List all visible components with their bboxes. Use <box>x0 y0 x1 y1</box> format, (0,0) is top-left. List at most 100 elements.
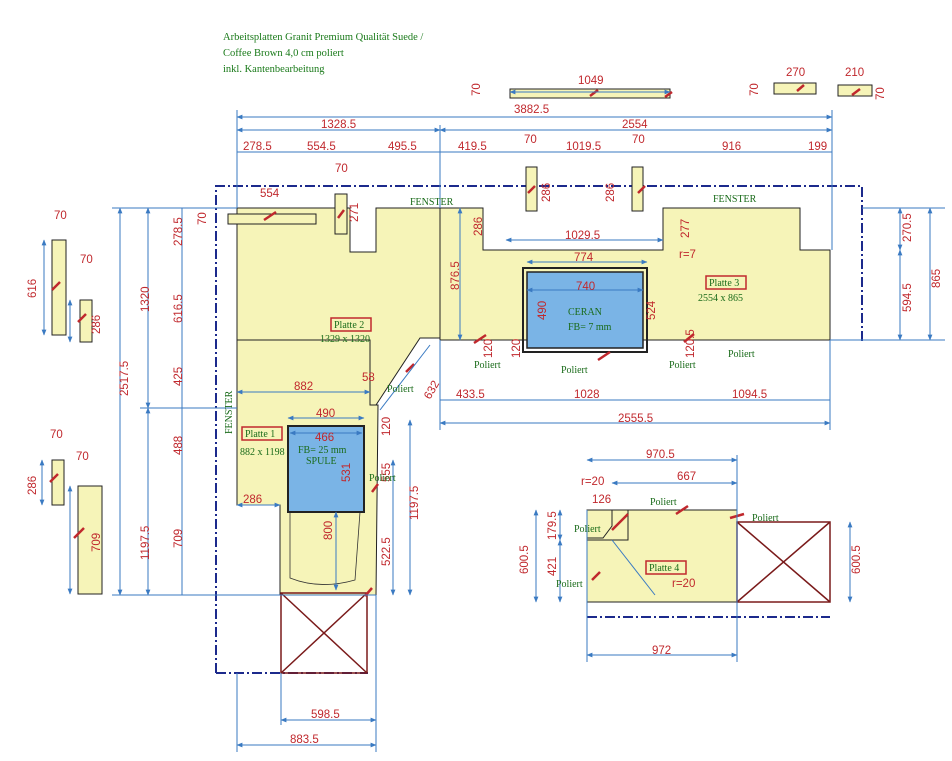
dim-270-strip: 270 <box>786 67 805 79</box>
dim-709-a: 709 <box>173 529 185 548</box>
sink-underside-shape <box>289 510 361 585</box>
appliance-box-left <box>280 592 368 674</box>
dim-70-g: 70 <box>197 212 209 225</box>
plate-4-name: Platte 4 <box>649 563 679 574</box>
plate-1-size: 882 x 1198 <box>240 447 285 458</box>
dim-490-ceran: 490 <box>537 301 549 320</box>
dim-199: 199 <box>808 141 827 153</box>
dim-524: 524 <box>646 300 658 320</box>
dim-554-5: 554.5 <box>307 141 336 153</box>
dim-286-f: 286 <box>243 494 262 506</box>
dim-600-a: 600.5 <box>519 545 531 574</box>
dim-126: 126 <box>592 494 611 506</box>
fenster-label-3: FENSTER <box>224 390 235 434</box>
plate-2-size: 1329 x 1320 <box>320 334 370 345</box>
poliert-label-9: Poliert <box>574 524 601 535</box>
fenster-label-1: FENSTER <box>410 197 454 208</box>
dim-632: 632 <box>422 379 442 402</box>
dim-522: 522.5 <box>381 537 393 566</box>
radius-20-label-b: r=20 <box>672 578 695 590</box>
dim-1019: 1019.5 <box>566 141 601 153</box>
plate-labels: Platte 2 1329 x 1320 Platte 3 2554 x 865… <box>240 275 747 575</box>
dim-286-b: 286 <box>605 183 617 202</box>
header-line-1: Arbeitsplatten Granit Premium Qualität S… <box>223 32 424 43</box>
dim-278-left: 278.5 <box>173 217 185 246</box>
dim-667: 667 <box>677 471 696 483</box>
dim-278-top: 278.5 <box>243 141 272 153</box>
poliert-label-4: Poliert <box>669 360 696 371</box>
dim-600-b: 600.5 <box>851 545 863 574</box>
dim-70-f: 70 <box>335 163 348 175</box>
dim-555: 555 <box>381 463 393 482</box>
dim-1320: 1320 <box>140 286 152 312</box>
dim-1094: 1094.5 <box>732 389 767 401</box>
dim-1049: 1049 <box>578 75 604 87</box>
dim-286-e: 286 <box>27 476 39 495</box>
dim-1197-a: 1197.5 <box>140 526 152 560</box>
dim-466: 466 <box>315 432 334 444</box>
dim-120-a: 120 <box>483 339 495 358</box>
dim-616-5: 616.5 <box>173 294 185 323</box>
dim-594: 594.5 <box>902 283 914 312</box>
cut-marks <box>49 84 861 597</box>
dim-495: 495.5 <box>388 141 417 153</box>
dim-1028: 1028 <box>574 389 600 401</box>
dim-70-b: 70 <box>749 83 761 96</box>
dim-709-b: 709 <box>91 533 103 552</box>
fenster-label-2: FENSTER <box>713 194 757 205</box>
dim-740: 740 <box>576 281 595 293</box>
plate-3-size: 2554 x 865 <box>698 293 743 304</box>
dim-916: 916 <box>722 141 741 153</box>
dim-421: 421 <box>547 557 559 576</box>
spule-fb-label: FB= 25 mm <box>298 445 347 456</box>
dim-3882: 3882.5 <box>514 104 549 116</box>
dim-876: 876.5 <box>450 261 462 290</box>
dim-70-e: 70 <box>632 134 645 146</box>
poliert-label-6: Poliert <box>369 473 396 484</box>
dim-1197-b: 1197.5 <box>409 486 421 520</box>
dim-1029: 1029.5 <box>565 230 600 242</box>
dim-972: 972 <box>652 645 671 657</box>
poliert-label-7: Poliert <box>650 497 677 508</box>
dim-490-sink: 490 <box>316 408 335 420</box>
dim-531: 531 <box>341 463 353 482</box>
poliert-label-5: Poliert <box>728 349 755 360</box>
appliance-box-right <box>736 521 831 603</box>
plate-3-name: Platte 3 <box>709 278 739 289</box>
poliert-label-1: Poliert <box>387 384 414 395</box>
dim-179: 179.5 <box>547 511 559 540</box>
dim-865: 865 <box>931 269 943 288</box>
dim-2554-top: 2554 <box>622 119 648 131</box>
dim-120-b: 120 <box>511 339 523 358</box>
dim-120-5: 120.5 <box>685 329 697 358</box>
dimension-texts: 1049 70 270 210 70 70 3882.5 1328.5 2554… <box>27 67 943 746</box>
dim-270-5: 270.5 <box>902 213 914 242</box>
spule-sink <box>287 425 365 513</box>
plate-2-name: Platte 2 <box>334 320 364 331</box>
dim-70-i: 70 <box>80 254 93 266</box>
dim-800: 800 <box>323 521 335 540</box>
dim-554: 554 <box>260 188 280 200</box>
dim-1328: 1328.5 <box>321 119 356 131</box>
dim-286-d: 286 <box>91 315 103 334</box>
dim-598: 598.5 <box>311 709 340 721</box>
poliert-label-8: Poliert <box>752 513 779 524</box>
dim-286-a: 286 <box>541 183 553 202</box>
poliert-label-2: Poliert <box>474 360 501 371</box>
dim-70-h: 70 <box>54 210 67 222</box>
annotation-labels: FENSTER FENSTER FENSTER Poliert Poliert … <box>224 194 779 590</box>
ceran-label: CERAN <box>568 307 602 318</box>
dim-286-c: 286 <box>473 217 485 236</box>
radius-20-label-a: r=20 <box>581 476 604 488</box>
poliert-label-3: Poliert <box>561 365 588 376</box>
dim-2555: 2555.5 <box>618 413 653 425</box>
header-line-3: inkl. Kantenbearbeitung <box>223 64 325 75</box>
dim-2517: 2517.5 <box>119 361 131 396</box>
dim-883: 883.5 <box>290 734 319 746</box>
dim-271: 271 <box>349 203 361 222</box>
dim-277: 277 <box>680 219 692 238</box>
dim-58: 58 <box>362 372 375 384</box>
header-line-2: Coffee Brown 4,0 cm poliert <box>223 48 344 59</box>
dim-120-c: 120 <box>381 417 393 436</box>
